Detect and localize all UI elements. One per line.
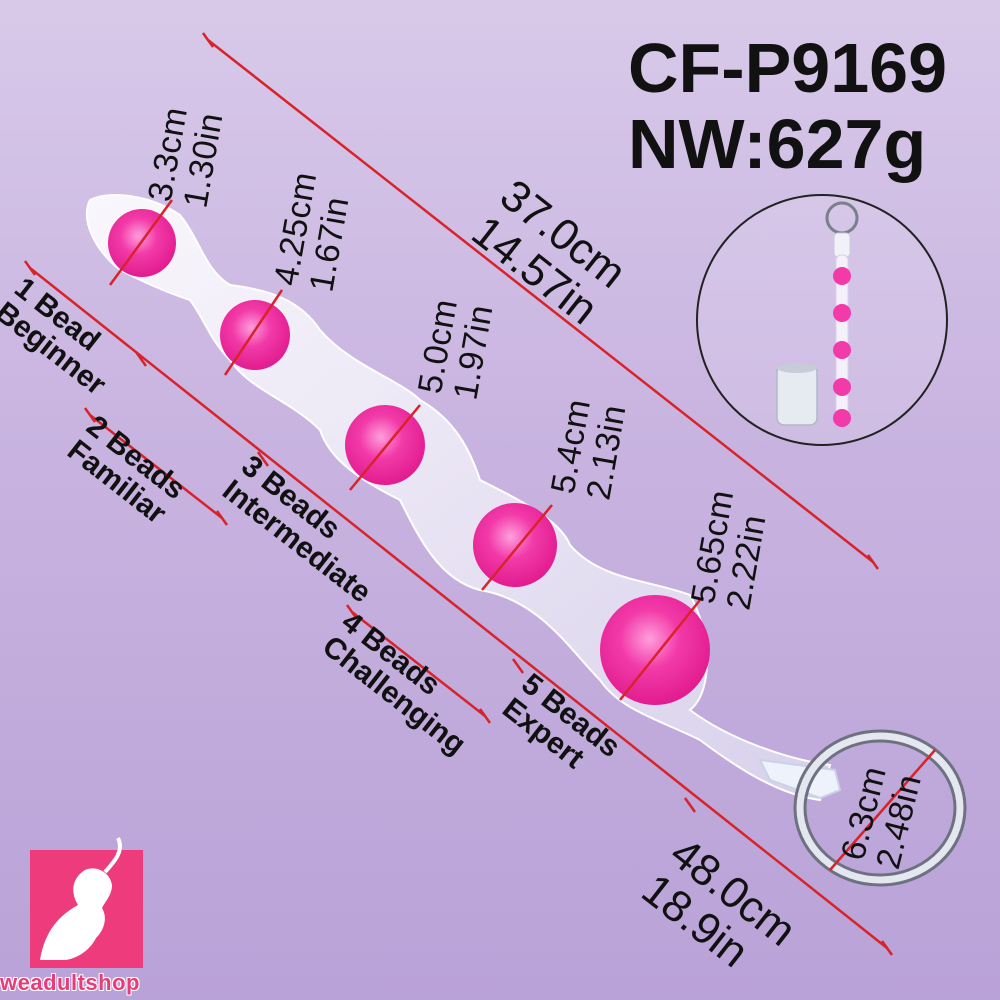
brand-name: weadultshop <box>0 970 140 995</box>
scale-inset <box>696 194 948 446</box>
measurement-lines <box>23 32 936 956</box>
bead-2 <box>220 300 290 370</box>
bead-3 <box>345 405 425 485</box>
bead-1-size: 3.3cm 1.30in <box>141 104 231 211</box>
product-code-block: CF-P9169 NW:627g <box>628 30 947 182</box>
can-icon <box>776 363 818 426</box>
pull-ring <box>793 729 967 887</box>
bead-5 <box>600 595 710 705</box>
bead-4-size: 5.4cm 2.13in <box>544 396 634 503</box>
logo-icon <box>30 837 143 968</box>
product-code: CF-P9169 <box>628 29 948 107</box>
bead-3-size: 5.0cm 1.97in <box>411 296 501 403</box>
net-weight: NW:627g <box>628 105 927 183</box>
